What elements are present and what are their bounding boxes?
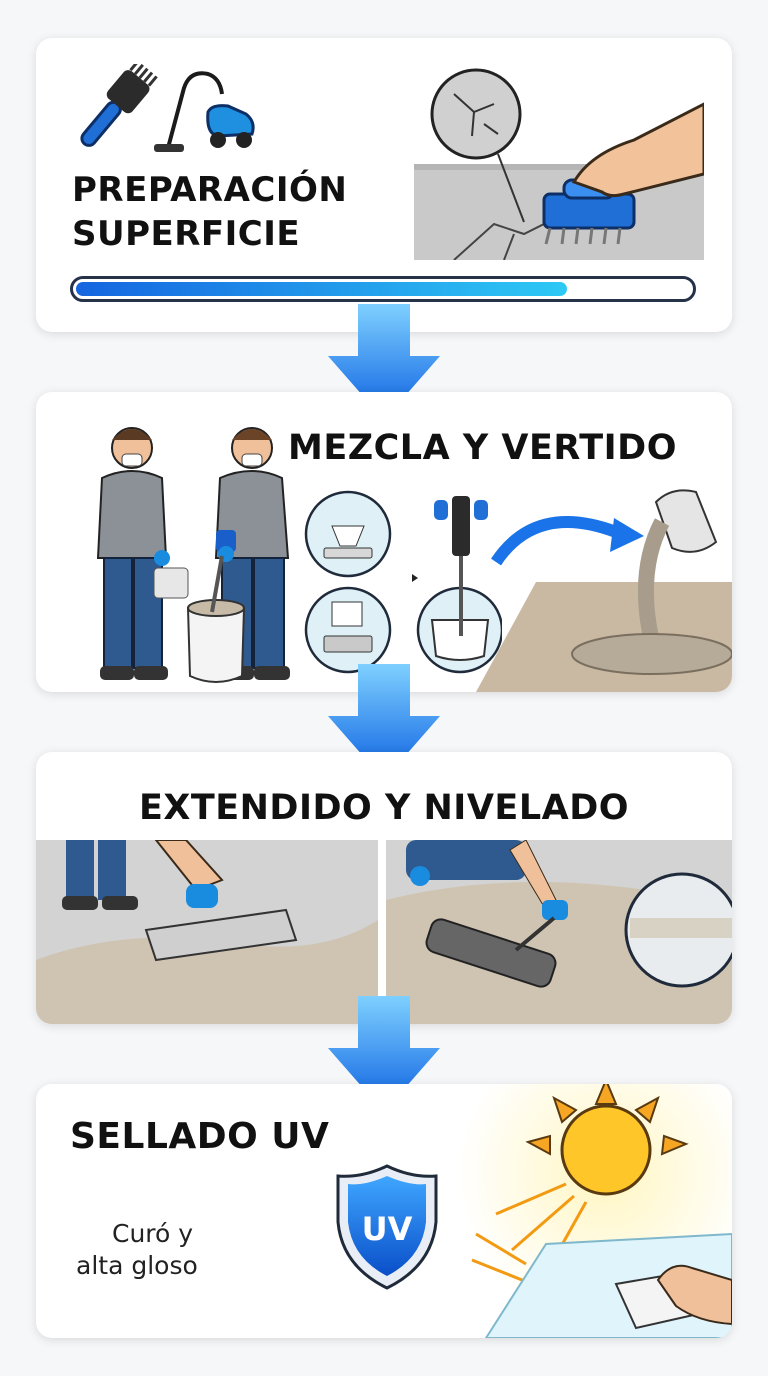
preparation-progress-fill (76, 282, 567, 296)
vacuum-icon (148, 64, 258, 160)
step-title-mixing: MEZCLA Y VERTIDO (288, 428, 677, 468)
step-title-line2: SUPERFICIE (72, 214, 301, 254)
step-title-leveling: EXTENDIDO Y NIVELADO (138, 788, 630, 828)
flow-arrow-3 (328, 996, 440, 1112)
caption-line1: Curó y (112, 1219, 194, 1248)
brush-icon (70, 64, 160, 160)
mixing-steps-icons (302, 486, 502, 682)
trowel-spreading-illustration (36, 840, 378, 1024)
flow-arrow-2 (328, 664, 440, 780)
flow-arrow-1 (328, 304, 440, 420)
caption-line2: alta gloso (76, 1251, 198, 1280)
step-card-sealing: SELLADO UV Curó y alta gloso UV (36, 1084, 732, 1338)
pouring-illustration (476, 462, 732, 692)
step-caption-sealing: Curó y alta gloso (76, 1218, 198, 1282)
step-title-line1: PREPARACIÓN (72, 170, 348, 210)
surface-cleaning-illustration (414, 64, 704, 260)
step-card-mixing: MEZCLA Y VERTIDO (36, 392, 732, 692)
roller-leveling-illustration (386, 840, 732, 1024)
preparation-progress-bar (70, 276, 696, 302)
step-title-sealing: SELLADO UV (70, 1116, 330, 1157)
workers-mixing-illustration (66, 408, 316, 688)
step-card-preparation: PREPARACIÓN SUPERFICIE (36, 38, 732, 332)
step-card-leveling: EXTENDIDO Y NIVELADO (36, 752, 732, 1024)
uv-badge-text: UV (362, 1210, 413, 1248)
uv-curing-illustration (436, 1084, 732, 1338)
uv-shield-icon: UV (332, 1162, 442, 1292)
step-title-preparation: PREPARACIÓN SUPERFICIE (72, 168, 347, 256)
